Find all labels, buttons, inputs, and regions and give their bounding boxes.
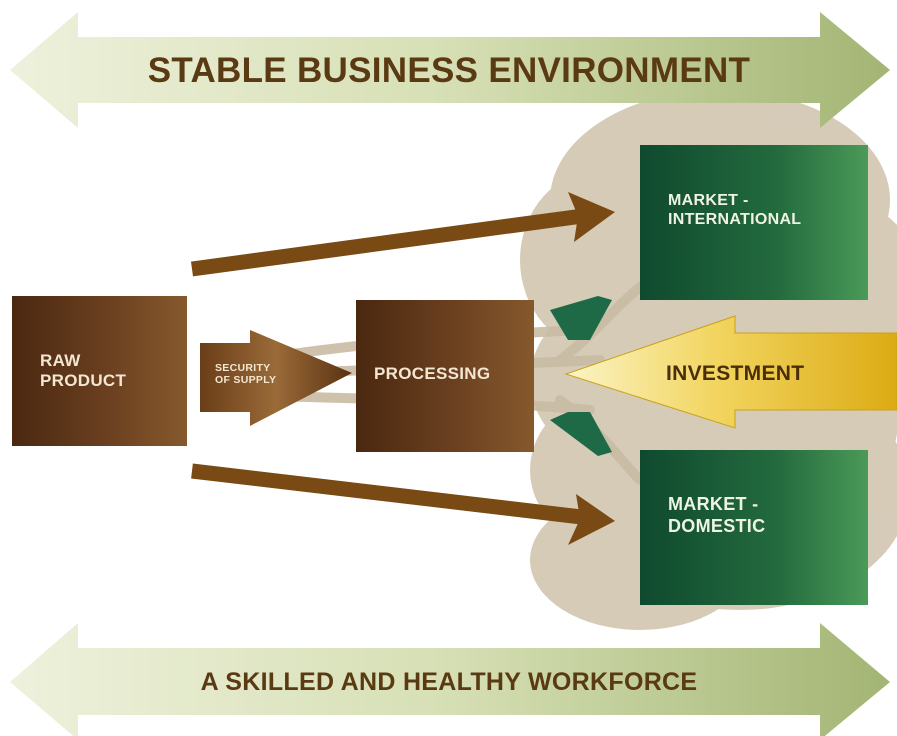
raw-product-line-1: RAW bbox=[40, 351, 81, 370]
security-of-supply-arrow bbox=[200, 330, 352, 426]
top-banner-arrow bbox=[10, 12, 890, 128]
market-domestic-box bbox=[640, 450, 868, 605]
market-international-line-2: INTERNATIONAL bbox=[668, 211, 802, 229]
green-arrow-up bbox=[550, 296, 612, 340]
investment-arrow bbox=[564, 315, 897, 429]
bottom-banner-arrow bbox=[10, 623, 890, 736]
security-line-1: SECURITY bbox=[215, 362, 271, 374]
market-domestic-line-2: DOMESTIC bbox=[668, 515, 766, 536]
security-line-2: OF SUPPLY bbox=[215, 374, 277, 387]
bottom-banner-label: A SKILLED AND HEALTHY WORKFORCE bbox=[200, 668, 698, 696]
market-domestic-line-1: MARKET - bbox=[668, 494, 759, 514]
raw-product-label: RAW PRODUCT bbox=[40, 351, 126, 392]
security-of-supply-label: SECURITY OF SUPPLY bbox=[215, 362, 276, 386]
market-domestic-label: MARKET - DOMESTIC bbox=[668, 494, 765, 537]
processing-label: PROCESSING bbox=[374, 364, 491, 383]
market-international-line-1: MARKET - bbox=[668, 192, 749, 209]
market-international-box bbox=[640, 145, 868, 300]
green-arrow-down bbox=[550, 412, 612, 456]
raw-product-box bbox=[12, 296, 187, 446]
arrow-to-international bbox=[190, 192, 615, 277]
top-banner-label: STABLE BUSINESS ENVIRONMENT bbox=[147, 51, 751, 90]
raw-product-line-2: PRODUCT bbox=[40, 371, 127, 391]
market-international-label: MARKET - INTERNATIONAL bbox=[668, 191, 801, 229]
investment-label: INVESTMENT bbox=[666, 362, 805, 385]
processing-box bbox=[356, 300, 534, 452]
arrow-to-domestic bbox=[191, 463, 615, 545]
